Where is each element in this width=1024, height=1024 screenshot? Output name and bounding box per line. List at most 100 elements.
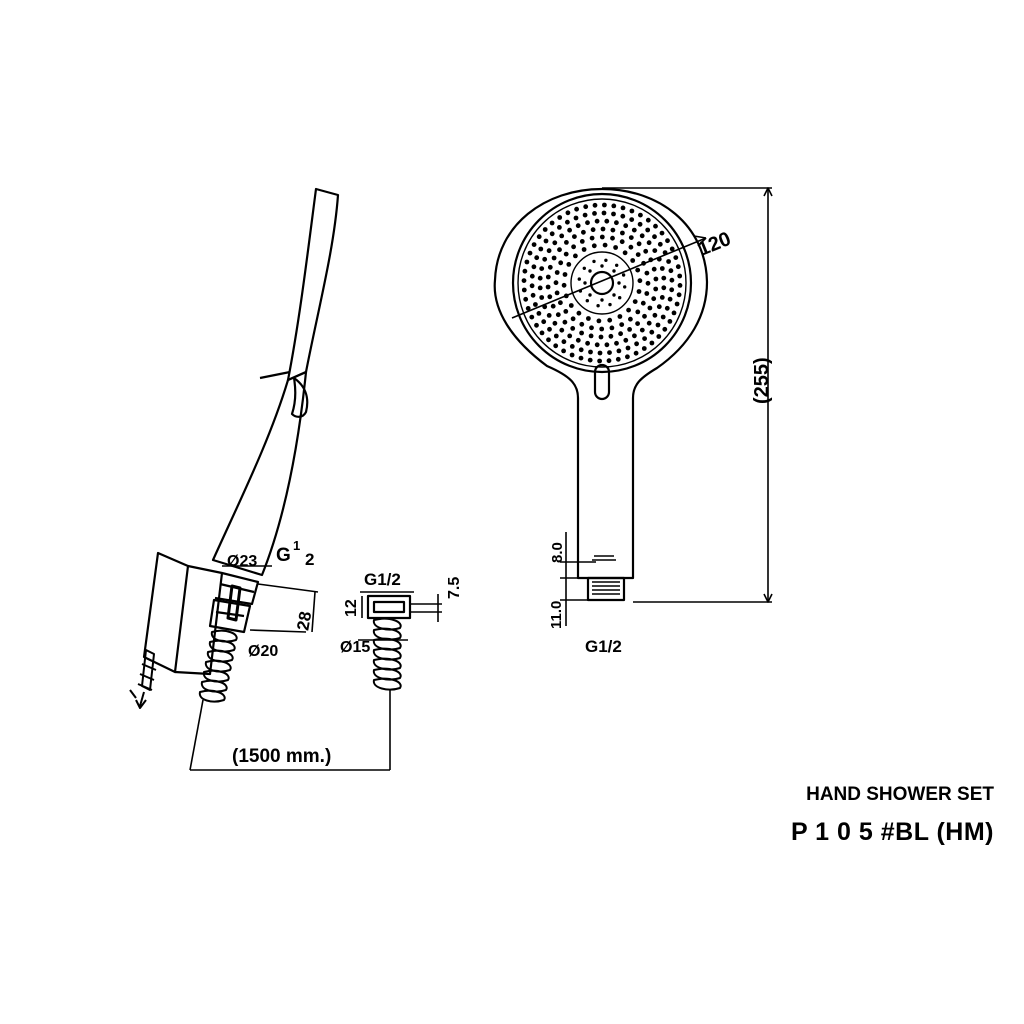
nozzle-dot (557, 225, 562, 230)
nozzle-dot (614, 220, 619, 226)
nozzle-dot (561, 339, 567, 345)
nozzle-dot (649, 329, 655, 335)
nozzle-dot (581, 229, 586, 235)
nozzle-dot (531, 264, 537, 270)
nozzle-dot (620, 213, 626, 219)
head-diameter-line (511, 235, 707, 319)
nozzle-dot (564, 240, 569, 245)
nozzle-dot (589, 325, 594, 331)
nozzle-dot (597, 358, 602, 364)
nozzle-dot (600, 298, 604, 302)
nozzle-dot (542, 256, 548, 262)
total-length-dimension (602, 187, 773, 603)
nozzle-dot (669, 277, 675, 283)
nozzle-dot (606, 358, 612, 364)
nozzle-dot (645, 227, 651, 233)
nozzle-dot (602, 242, 608, 248)
nozzle-dot (653, 223, 658, 229)
nozzle-dot (592, 211, 597, 216)
nozzle-dot (659, 230, 665, 236)
nozzle-dot (553, 333, 559, 339)
nozzle-dot (641, 346, 647, 351)
nozzle-dot (529, 314, 535, 320)
nozzle-dot (558, 300, 563, 306)
nozzle-dot (591, 243, 597, 249)
nozzle-dot (589, 235, 595, 241)
nozzle-dot (539, 295, 545, 300)
nozzle-dot (539, 266, 545, 271)
nozzle-dot (558, 260, 564, 266)
nozzle-dot (585, 340, 590, 346)
nozzle-dot (664, 305, 670, 311)
nozzle-dot (579, 321, 585, 327)
nozzle-dot (546, 248, 552, 254)
nozzle-dot (563, 309, 569, 314)
nozzle-dot (611, 211, 616, 217)
spray-nozzles (521, 202, 683, 364)
nozzle-dot (588, 293, 592, 297)
nozzle-dot (570, 326, 576, 331)
nozzle-dot (551, 255, 557, 261)
nozzle-dot (636, 241, 642, 247)
nozzle-dot (534, 255, 540, 261)
nozzle-dot (628, 316, 633, 322)
nozzle-dot (559, 327, 565, 333)
nozzle-dot (545, 274, 551, 280)
nozzle-dot (568, 303, 574, 308)
nozzle-dot (521, 278, 527, 283)
nozzle-dot (646, 320, 652, 326)
nozzle-dot (617, 314, 623, 319)
nozzle-dot (537, 275, 543, 281)
nozzle-dot (669, 246, 675, 252)
nozzle-dot (561, 348, 566, 354)
hose-nut-detail (358, 591, 442, 641)
wall-bracket (142, 551, 260, 676)
nozzle-dot (647, 305, 653, 311)
hose-side-view (198, 629, 238, 703)
nozzle-dot (607, 317, 613, 323)
nozzle-dot (612, 269, 616, 273)
nozzle-dot (579, 239, 585, 244)
nozzle-dot (566, 262, 572, 267)
nozzle-dot (579, 330, 584, 336)
nozzle-dot (640, 300, 646, 306)
nozzle-dot (623, 223, 629, 229)
nozzle-dot (659, 295, 665, 300)
nozzle-dot (592, 259, 596, 264)
nozzle-dot (623, 337, 629, 343)
nozzle-dot (674, 301, 680, 307)
nozzle-dot (677, 273, 683, 279)
nozzle-dot (554, 270, 560, 275)
nozzle-dot (585, 299, 589, 303)
nozzle-dot (631, 227, 637, 233)
nozzle-dot (639, 327, 645, 333)
nozzle-dot (578, 347, 584, 353)
hose-length-dimension (189, 690, 391, 771)
nozzle-dot (614, 340, 619, 346)
nozzle-dot (553, 280, 559, 286)
nozzle-dot (586, 316, 591, 321)
nozzle-dot (646, 240, 652, 246)
nozzle-dot (552, 240, 558, 246)
nozzle-dot (625, 345, 631, 351)
nozzle-dot (661, 285, 667, 291)
bracket-thread-numerator: 1 (293, 538, 300, 553)
nozzle-dot (611, 203, 617, 209)
nozzle-dot (629, 217, 635, 223)
nozzle-dot (555, 312, 561, 318)
nozzle-dot (618, 296, 622, 300)
nozzle-dot (657, 241, 663, 247)
total-length-label: (255) (751, 357, 773, 404)
nozzle-dot (676, 292, 682, 298)
wall-screw (129, 649, 157, 709)
nozzle-dot (644, 291, 650, 296)
bracket-thread-label: G (276, 545, 291, 566)
nozzle-dot (553, 343, 559, 349)
nozzle-dot (623, 285, 627, 289)
nozzle-dot (577, 277, 581, 281)
nozzle-dot (667, 296, 673, 302)
bracket-dimension-lines (222, 565, 319, 633)
nozzle-dot (557, 215, 563, 220)
nozzle-dot (610, 235, 615, 241)
